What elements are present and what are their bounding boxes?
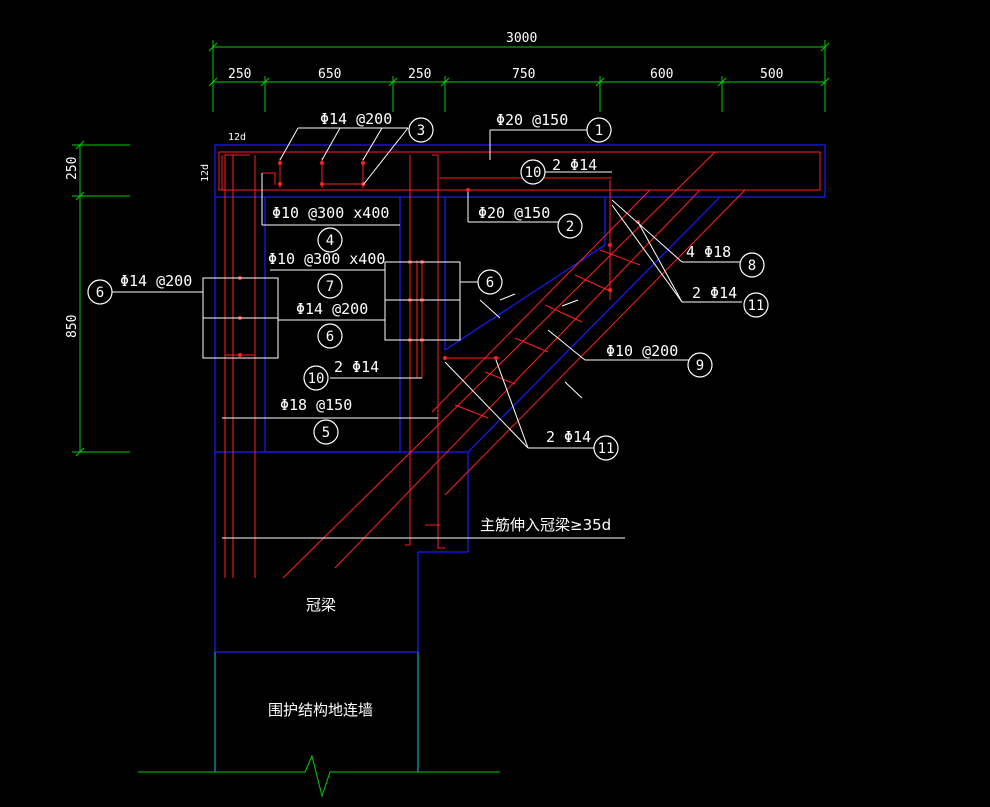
svg-text:3: 3 [417,123,425,139]
dim-seg-4: 750 [512,67,535,82]
bubble-6-right[interactable]: 6 [477,269,503,295]
note-anchorage: 主筋伸入冠梁≥35d [480,516,611,534]
note-diaphragm-wall: 围护结构地连墙 [268,701,373,719]
svg-text:10: 10 [525,165,542,181]
bubble-4[interactable]: 4 [317,227,343,253]
svg-text:9: 9 [696,358,704,374]
dim-seg-6: 500 [760,67,783,82]
bubble-11-top[interactable]: 11 [743,292,769,318]
callout-bubbles: 3 1 10 2 4 7 6 6 6 8 11 9 10 5 11 [87,117,769,461]
label-1: Φ20 @150 [496,111,568,129]
svg-text:5: 5 [322,425,330,441]
svg-text:7: 7 [326,279,334,295]
diaphragm-wall-outline [138,652,500,798]
label-10-low: 2 Φ14 [334,358,379,376]
bubble-2[interactable]: 2 [557,213,583,239]
label-3: Φ14 @200 [320,110,392,128]
label-7: Φ10 @300 x400 [268,250,385,268]
dim-seg-5: 600 [650,67,673,82]
bubble-10-top[interactable]: 10 [520,159,546,185]
svg-text:10: 10 [308,371,325,387]
label-9: Φ10 @200 [606,342,678,360]
bubble-6-mid[interactable]: 6 [317,323,343,349]
label-11-low: 2 Φ14 [546,428,591,446]
dim-left-1: 250 [65,157,80,180]
dim-seg-2: 650 [318,67,341,82]
label-11-top: 2 Φ14 [692,284,737,302]
dim-left-2: 850 [65,315,80,338]
top-dimension-chain: 3000 250 650 250 750 600 500 [208,31,830,112]
label-6-mid: Φ14 @200 [296,300,368,318]
label-2: Φ20 @150 [478,204,550,222]
svg-text:11: 11 [748,298,765,314]
hook-label-top: 12d [228,132,246,143]
left-dimension-chain: 250 850 [65,140,130,457]
svg-text:6: 6 [326,329,334,345]
svg-text:8: 8 [748,258,756,274]
bubble-1[interactable]: 1 [586,117,612,143]
bubble-6-left[interactable]: 6 [87,279,113,305]
label-6-left: Φ14 @200 [120,272,192,290]
label-8: 4 Φ18 [686,243,731,261]
bubble-9[interactable]: 9 [687,352,713,378]
bubble-3[interactable]: 3 [408,117,434,143]
rebar-labels: 12d 12d Φ14 @200 Φ20 @150 2 Φ14 Φ10 @300… [120,110,737,446]
svg-text:1: 1 [595,123,603,139]
label-10-top: 2 Φ14 [552,156,597,174]
bubble-7[interactable]: 7 [317,273,343,299]
bubble-5[interactable]: 5 [313,419,339,445]
hook-label-left: 12d [200,164,211,182]
svg-text:6: 6 [96,285,104,301]
bubble-8[interactable]: 8 [739,252,765,278]
label-5: Φ18 @150 [280,396,352,414]
note-crown-beam: 冠梁 [306,596,336,614]
svg-text:2: 2 [566,219,574,235]
annotation-leaders [100,127,742,539]
svg-text:4: 4 [326,233,334,249]
dim-seg-1: 250 [228,67,251,82]
notes: 主筋伸入冠梁≥35d 冠梁 围护结构地连墙 [268,516,611,719]
dim-total: 3000 [506,31,537,46]
bubble-10-low[interactable]: 10 [303,365,329,391]
svg-text:11: 11 [598,441,615,457]
svg-text:6: 6 [486,275,494,291]
label-4: Φ10 @300 x400 [272,204,389,222]
dim-seg-3: 250 [408,67,431,82]
bubble-11-low[interactable]: 11 [593,435,619,461]
